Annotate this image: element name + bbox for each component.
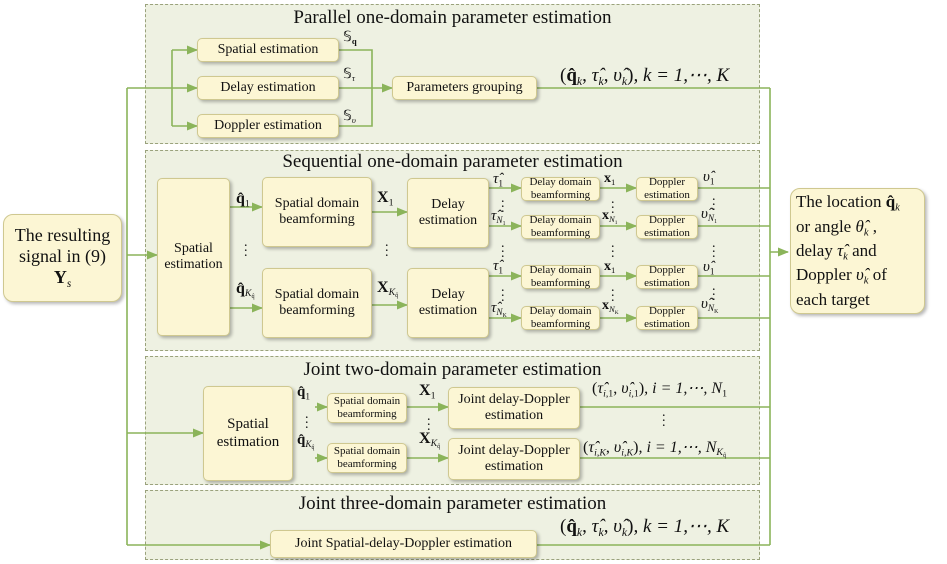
output-line4: Doppler υ̂k of [796, 265, 887, 288]
x1-small-label-b: x1 [604, 259, 616, 276]
qk-label: q̂Kq̂ [236, 280, 255, 301]
nu1-label-b: υ̂1 [703, 259, 715, 278]
nun1-label: υ̂N1 [701, 206, 717, 226]
qk-joint-label: q̂Kq̂ [297, 432, 315, 452]
vdots: ... [611, 236, 615, 261]
seq-doppler-box-1: Doppler estimation [636, 176, 698, 201]
seq-beamforming-box-2: Spatial domain beamforming [262, 268, 372, 338]
parameters-grouping-box: Parameters grouping [392, 76, 537, 100]
xnk-label: xNK [602, 298, 619, 316]
joint-delay-doppler-box-2: Joint delay-Doppler estimation [448, 438, 580, 480]
joint2-beamforming-box-1: Spatial domain beamforming [327, 393, 407, 423]
set-q-label: 𝕊q [343, 30, 357, 47]
xk-joint-label: XKq̂ [419, 430, 441, 451]
joint2-spatial-box: Spatial estimation [203, 386, 293, 481]
sequential-spatial-box: Spatial estimation [157, 178, 230, 336]
vdots: ... [662, 405, 666, 430]
panel-joint-three: Joint three-domain parameter estimation [145, 490, 760, 560]
input-line2: signal in (9) [19, 246, 106, 267]
output-line2: or angle θ̂k , [796, 216, 878, 239]
output-line1: The location q̂k [796, 192, 900, 214]
vdots: ... [611, 192, 615, 217]
joint2-beamforming-box-2: Spatial domain beamforming [327, 443, 407, 473]
set-tau-label: 𝕊τ [343, 67, 355, 84]
x1-joint-label: X1 [419, 382, 436, 402]
output-line5: each target [796, 289, 870, 309]
seq-doppler-box-3: Doppler estimation [636, 264, 698, 289]
output-line3: delay τ̂k and [796, 240, 877, 263]
nunk-label: υ̂NK [701, 296, 719, 316]
vdots: ... [427, 409, 431, 434]
delay-beamforming-box-4: Delay domain beamforming [521, 305, 600, 330]
panel-parallel-title: Parallel one-domain parameter estimation [293, 7, 612, 28]
input-signal-box: The resulting signal in (9) Ys [3, 214, 122, 302]
vdots: ... [244, 235, 248, 260]
xk-label: XKq̂ [377, 279, 399, 300]
vdots: ... [501, 191, 505, 216]
joint3-result-label: (q̂k, τ̂k, υ̂k), k = 1,⋯, K [560, 516, 730, 540]
joint-spatial-delay-doppler-box: Joint Spatial-delay-Doppler estimation [270, 530, 537, 558]
delay-beamforming-box-1: Delay domain beamforming [521, 176, 600, 201]
panel-sequential-title: Sequential one-domain parameter estimati… [282, 151, 623, 172]
panel-joint-three-title: Joint three-domain parameter estimation [298, 493, 607, 514]
set-nu-label: 𝕊υ [343, 109, 356, 126]
seq-doppler-box-4: Doppler estimation [636, 305, 698, 330]
vdots: ... [501, 280, 505, 305]
delay-beamforming-box-3: Delay domain beamforming [521, 264, 600, 289]
seq-delay-box-1: Delay estimation [407, 178, 489, 248]
taunk-label: τ̂NK [491, 300, 507, 320]
vdots: ... [712, 189, 716, 214]
seq-beamforming-box-1: Spatial domain beamforming [262, 177, 372, 247]
x1-label: X1 [377, 189, 394, 209]
tau1-label-b: τ̂1 [493, 258, 504, 277]
seq-delay-box-2: Delay estimation [407, 268, 489, 338]
vdots: ... [611, 280, 615, 305]
delay-beamforming-box-2: Delay domain beamforming [521, 214, 600, 239]
q1-label: q̂1 [236, 190, 250, 210]
parallel-doppler-box: Doppler estimation [197, 114, 339, 138]
output-result-box: The location q̂k or angle θ̂k , delay τ̂… [790, 188, 925, 314]
joint-delay-doppler-box-1: Joint delay-Doppler estimation [448, 387, 580, 429]
q1-joint-label: q̂1 [297, 384, 310, 403]
vdots: ... [712, 236, 716, 261]
joint2-result-1: (τ̂i,1, υ̂i,1), i = 1,⋯, N1 [592, 380, 728, 400]
taun1-label: τ̂N1 [491, 208, 506, 228]
xn1-label: xN1 [602, 208, 618, 226]
vdots: ... [385, 235, 389, 260]
input-symbol: Ys [53, 266, 72, 290]
parallel-spatial-box: Spatial estimation [197, 38, 339, 62]
parallel-result-label: (q̂k, τ̂k, υ̂k), k = 1,⋯, K [560, 65, 730, 89]
vdots: ... [501, 236, 505, 261]
seq-doppler-box-2: Doppler estimation [636, 214, 698, 239]
parallel-delay-box: Delay estimation [197, 76, 339, 100]
vdots: ... [712, 279, 716, 304]
joint2-result-2: (τ̂i,K, υ̂i,K), i = 1,⋯, NKq̂ [583, 439, 727, 460]
x1-small-label-a: x1 [604, 171, 616, 188]
panel-joint-two-title: Joint two-domain parameter estimation [303, 359, 602, 380]
tau1-label-a: τ̂1 [493, 171, 504, 190]
input-line1: The resulting [14, 225, 111, 246]
nu1-label-a: υ̂1 [703, 169, 715, 188]
vdots: ... [305, 407, 309, 432]
